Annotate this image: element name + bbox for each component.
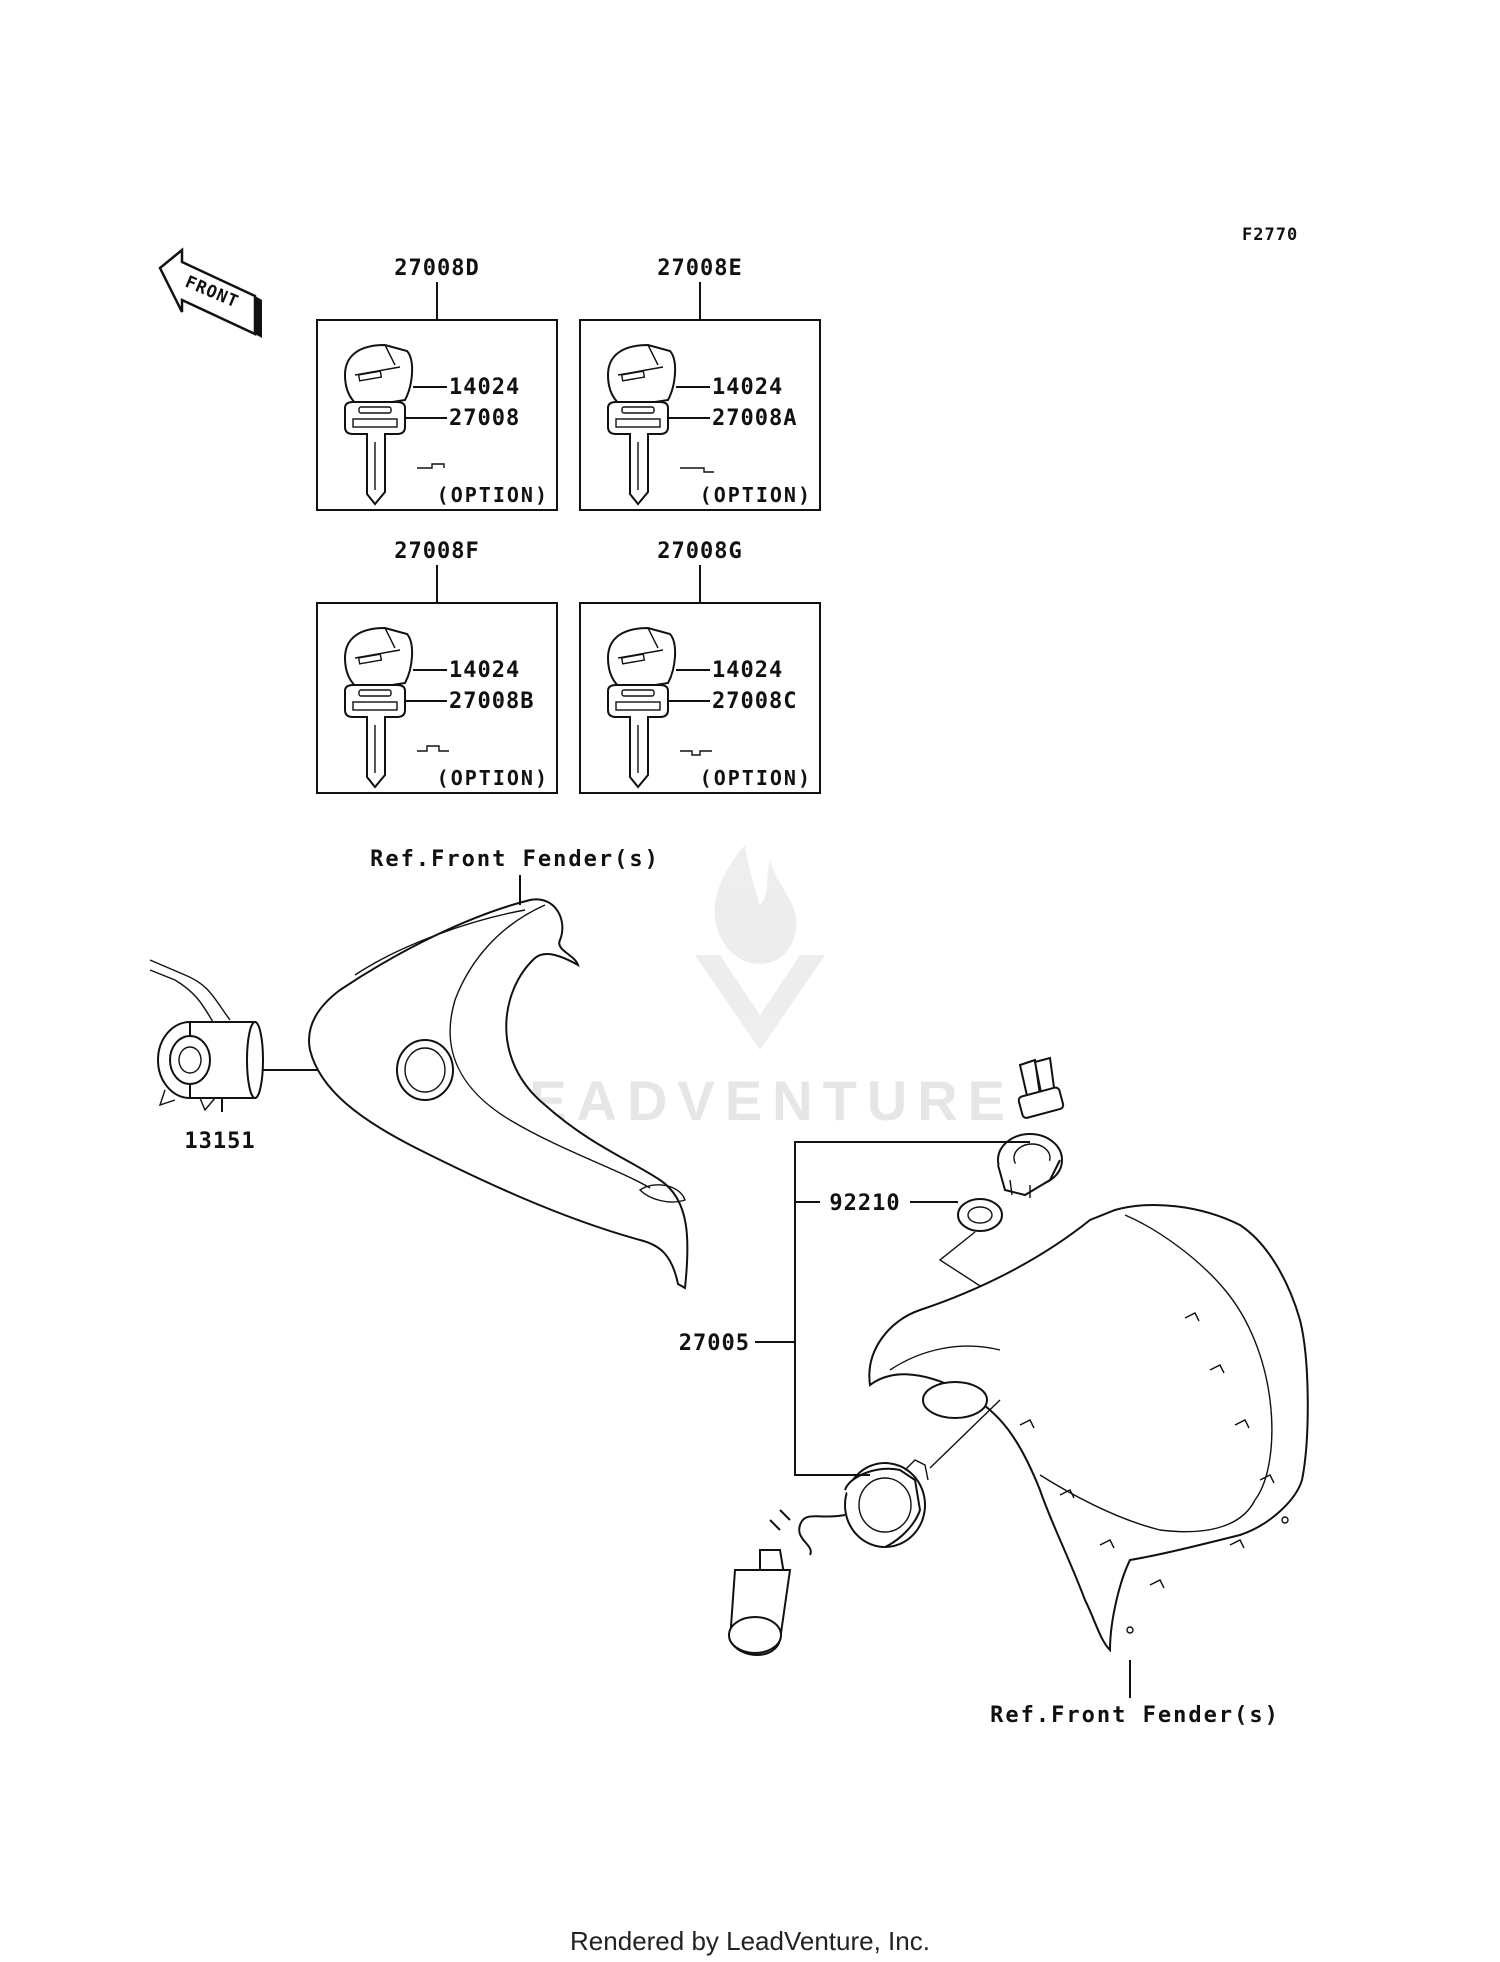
bracket-27005: 92210 27005 [679,1141,1030,1476]
kit-box-2: 27008E 14024 27008A (OPTION) [579,256,821,511]
kit-number: 27008G [657,539,742,564]
key-cut-profile-icon [417,463,445,469]
option-note: (OPTION) [437,766,549,790]
blank-key-icon [607,684,669,789]
ignition-switch-body [728,1459,929,1656]
key-cut-profile-icon [680,750,712,756]
figure-code: F2770 [1242,225,1298,245]
key-cap-icon [606,343,676,409]
part-number-key: 27008 [449,406,520,431]
front-fender-upper: Ref.Front Fender(s) [308,847,689,1290]
nut-92210 [957,1198,1003,1232]
key-cap-icon [606,626,676,692]
watermark: LEADVENTURE [485,845,1015,1132]
footer-credit: Rendered by LeadVenture, Inc. [570,1926,930,1956]
kit-box-4: 27008G 14024 27008C (OPTION) [579,539,821,794]
key-cap-icon [343,626,413,692]
part-number-key: 27008A [712,406,797,431]
part-number-cap: 14024 [712,658,783,683]
front-fender-lower: Ref.Front Fender(s) [868,1204,1309,1728]
callout-13151: 13151 [184,1129,255,1154]
kit-number: 27008E [657,256,742,281]
part-number-cap: 14024 [449,375,520,400]
kit-box-1: 27008D 14024 27008 (OPTION) [316,256,558,511]
part-number-cap: 14024 [712,375,783,400]
blank-key-icon [344,684,406,789]
key-cut-profile-icon [417,745,449,752]
front-arrow-icon: FRONT [158,247,262,338]
watermark-text: LEADVENTURE [485,1069,1015,1132]
socket-13151: 13151 [149,959,264,1154]
callout-27005: 27005 [679,1331,750,1356]
option-note: (OPTION) [700,766,812,790]
blank-key-icon [344,401,406,506]
callout-ref-front-fender-top: Ref.Front Fender(s) [370,847,660,872]
part-number-key: 27008C [712,689,797,714]
key-cut-profile-icon [680,467,714,473]
blank-key-icon [607,401,669,506]
key-cap-icon [343,343,413,409]
callout-92210: 92210 [829,1191,900,1216]
kit-box-3: 27008F 14024 27008B (OPTION) [316,539,558,794]
kit-number: 27008D [394,256,479,281]
part-number-key: 27008B [449,689,534,714]
kit-number: 27008F [394,539,479,564]
callout-ref-front-fender-bottom: Ref.Front Fender(s) [990,1703,1280,1728]
ignition-key-switch-top [997,1056,1065,1198]
option-note: (OPTION) [437,483,549,507]
part-number-cap: 14024 [449,658,520,683]
watermark-logo-icon [695,845,825,1050]
option-note: (OPTION) [700,483,812,507]
leader-switch-to-hole [929,1399,1001,1469]
